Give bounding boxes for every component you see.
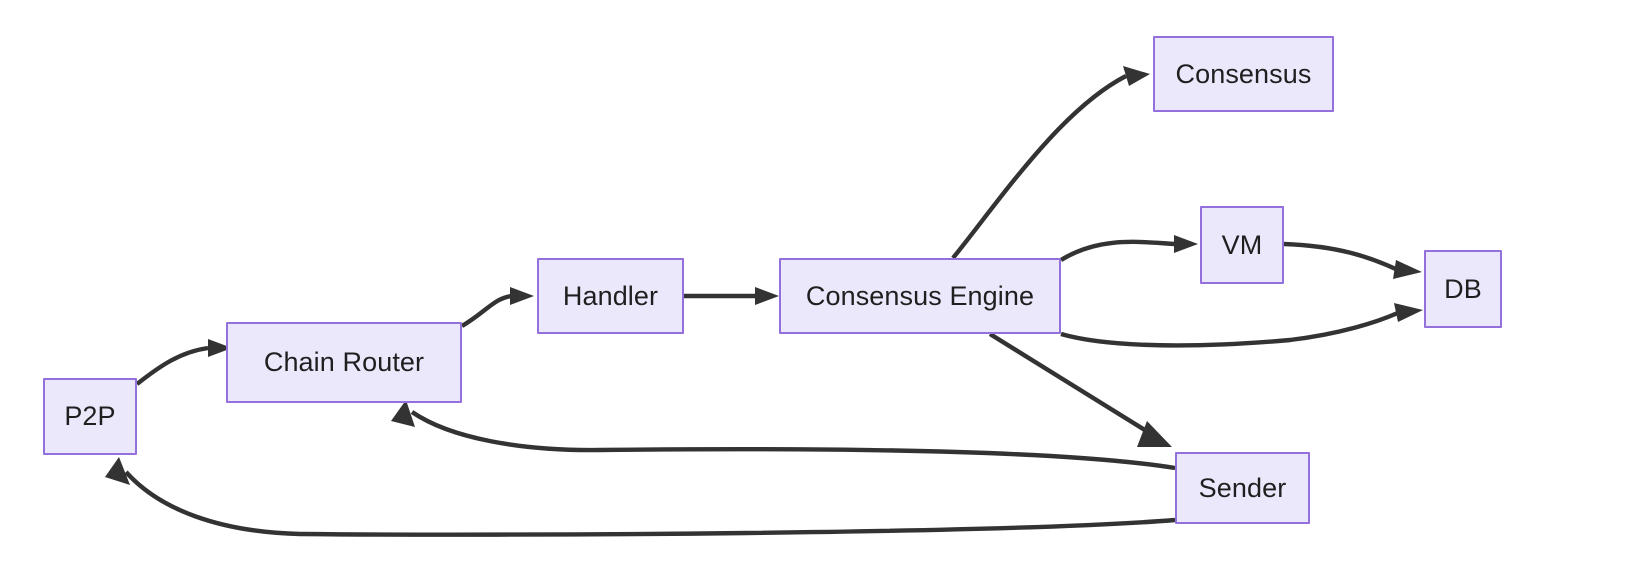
arrow-head-icon (208, 339, 232, 357)
node-label: DB (1444, 273, 1482, 304)
arrow-head-icon (1174, 235, 1198, 253)
node-consensus-engine[interactable]: Consensus Engine (779, 258, 1061, 334)
node-label: Consensus Engine (805, 280, 1035, 311)
arrow-head-icon (391, 400, 415, 427)
edge-path (460, 293, 513, 328)
node-chain-router[interactable]: Chain Router (226, 322, 462, 403)
edge-path (1060, 309, 1401, 348)
node-label: Handler (562, 280, 659, 311)
edge-path (1283, 241, 1399, 272)
node-label: Consensus (1175, 58, 1312, 89)
edge-path (124, 470, 1176, 537)
arrow-head-icon (510, 287, 534, 305)
edge-consensus-engine-to-db (1060, 303, 1423, 348)
edge-handler-to-consensus-engine (684, 287, 779, 305)
edge-path (1059, 239, 1176, 262)
node-label: P2P (64, 401, 116, 431)
edge-p2p-to-chain-router (135, 339, 232, 386)
arrow-head-icon (1394, 303, 1423, 322)
edge-consensus-engine-to-sender (988, 332, 1172, 447)
node-vm[interactable]: VM (1200, 206, 1284, 284)
edge-chain-router-to-handler (460, 287, 534, 328)
arrow-head-icon (755, 287, 779, 305)
edge-path (951, 74, 1128, 260)
arrow-head-icon (1393, 260, 1422, 279)
edge-vm-to-db (1283, 241, 1422, 279)
edge-sender-to-p2p (105, 457, 1176, 537)
arrow-head-icon (105, 457, 130, 485)
edge-consensus-engine-to-vm (1059, 235, 1198, 262)
edge-consensus-engine-to-consensus (951, 66, 1150, 260)
edge-path (135, 345, 209, 386)
arrow-head-icon (1137, 421, 1172, 447)
node-label: Sender (1198, 472, 1287, 503)
node-p2p[interactable]: P2P (43, 378, 137, 455)
arrow-head-icon (1123, 66, 1150, 86)
node-db[interactable]: DB (1424, 250, 1502, 328)
edge-path (410, 410, 1176, 471)
node-consensus[interactable]: Consensus (1153, 36, 1334, 112)
edge-path (988, 332, 1150, 434)
node-sender[interactable]: Sender (1175, 452, 1310, 524)
node-label: Chain Router (263, 347, 425, 377)
node-label: VM (1221, 229, 1263, 260)
node-handler[interactable]: Handler (537, 258, 684, 334)
edge-sender-to-chain-router (391, 400, 1176, 471)
